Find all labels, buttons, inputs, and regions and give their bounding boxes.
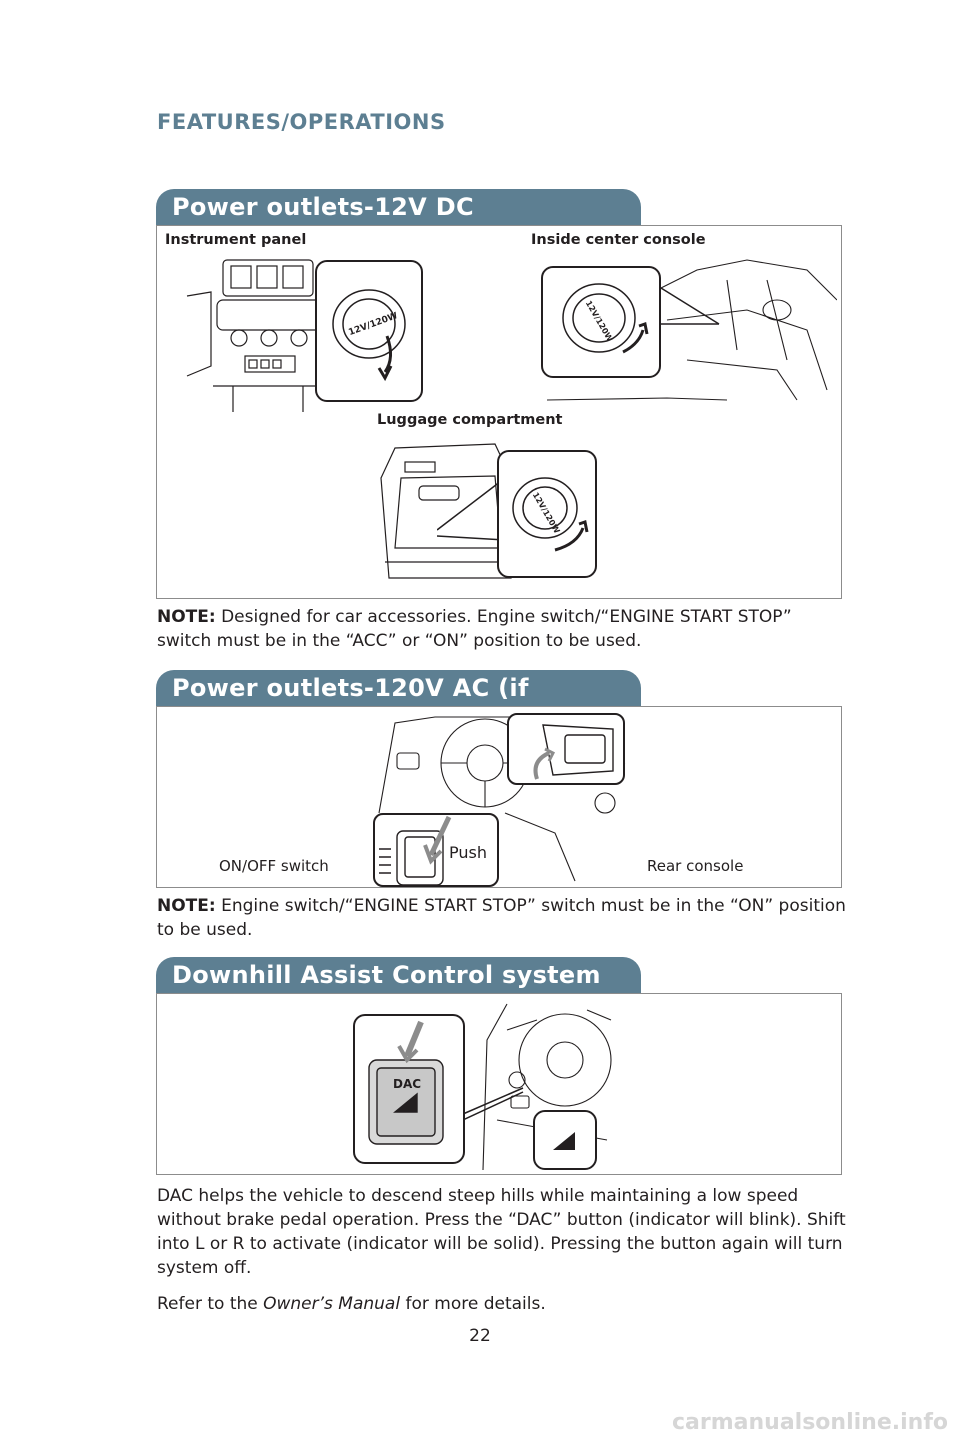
onoff-switch-label: ON/OFF switch: [219, 857, 329, 875]
dac-dashboard-illustration: [482, 1003, 612, 1171]
dc-note-label: NOTE:: [157, 607, 216, 627]
dac-button-inset: DAC: [353, 1014, 465, 1164]
watermark: carmanualsonline.info: [672, 1410, 948, 1435]
dac-heading: Downhill Assist Control system (DAC): [156, 957, 641, 1025]
dc-note: NOTE: Designed for car accessories. Engi…: [157, 605, 847, 653]
dac-button-text: DAC: [393, 1077, 421, 1091]
dac-refer-text: Refer to the Owner’s Manual for more det…: [157, 1292, 847, 1316]
luggage-socket-inset: 12V/120W: [497, 450, 597, 578]
ac-note: NOTE: Engine switch/“ENGINE START STOP” …: [157, 894, 847, 942]
page-section-title: FEATURES/OPERATIONS: [157, 110, 446, 134]
ac-outlets-figure: Push ON/OFF switch Rear console: [156, 706, 842, 888]
luggage-pointer-lines: [437, 477, 506, 541]
owners-manual-ref: Owner’s Manual: [263, 1294, 401, 1314]
dc-outlets-heading: Power outlets-12V DC: [156, 189, 641, 225]
ac-switch-inset: [373, 813, 499, 887]
label-center-console: Inside center console: [531, 232, 706, 248]
push-label: Push: [449, 843, 487, 862]
ac-outlet-inset: [507, 713, 625, 785]
dc-socket-inset: 12V/120W: [315, 260, 423, 402]
refer-prefix: Refer to the: [157, 1294, 264, 1314]
rear-console-label: Rear console: [647, 857, 744, 875]
svg-text:12V/120W: 12V/120W: [584, 299, 615, 343]
dac-pointer-lines: [463, 1087, 524, 1121]
socket-label: 12V/120W: [347, 311, 399, 338]
label-instrument-panel: Instrument panel: [165, 232, 307, 248]
ac-note-label: NOTE:: [157, 896, 216, 916]
ac-note-text: Engine switch/“ENGINE START STOP” switch…: [157, 896, 846, 940]
dac-paragraph: DAC helps the vehicle to descend steep h…: [157, 1186, 846, 1278]
console-pointer-lines: [661, 287, 720, 325]
label-luggage-compartment: Luggage compartment: [377, 412, 563, 428]
refer-suffix: for more details.: [400, 1294, 546, 1314]
console-socket-inset: 12V/120W: [541, 266, 661, 378]
dac-figure: DAC: [156, 993, 842, 1175]
dac-indicator-inset: [533, 1110, 597, 1170]
dc-outlets-figure: Instrument panel Inside center console L…: [156, 225, 842, 599]
page-number: 22: [469, 1326, 491, 1346]
center-console-illustration: [547, 259, 837, 401]
dc-note-text: Designed for car accessories. Engine swi…: [157, 607, 792, 651]
ac-outlets-heading: Power outlets-120V AC (if equipped): [156, 670, 641, 738]
